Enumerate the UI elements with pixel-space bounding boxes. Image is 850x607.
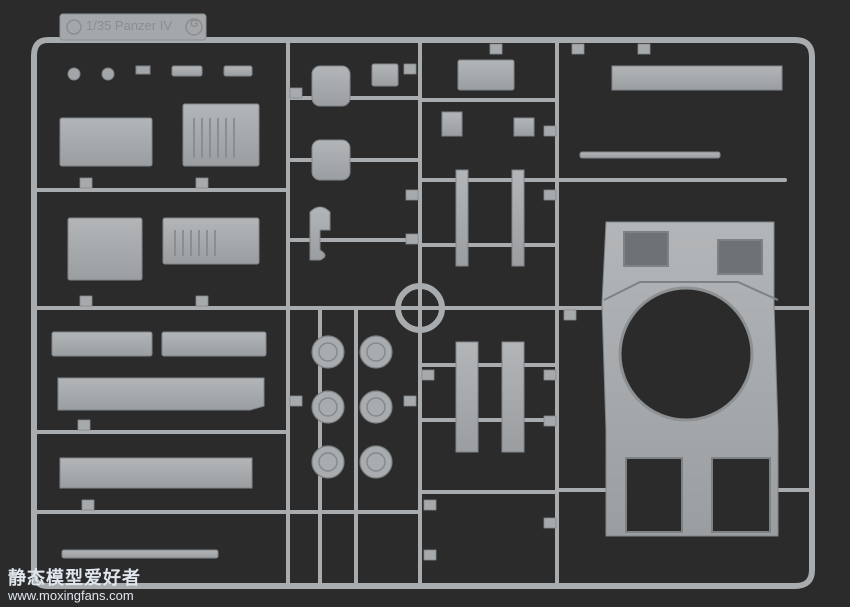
sprue-tag-text: 1/35 Panzer IV [86,18,172,33]
hull-details [603,231,779,533]
watermark-title: 静态模型爱好者 [8,567,141,588]
sprue-tag-letter: G [190,18,199,30]
small-parts-top [67,65,151,81]
grille-detail [174,118,235,256]
watermark-url: www.moxingfans.com [8,587,134,603]
part-number-tags [77,43,651,561]
runner-ring [395,283,445,333]
parts-middle [309,59,535,453]
sprue-tag [59,13,207,41]
parts-left [51,65,267,559]
road-wheels [311,335,393,479]
watermark: 静态模型爱好者 www.moxingfans.com [8,567,141,603]
sprue-frame [31,37,815,589]
